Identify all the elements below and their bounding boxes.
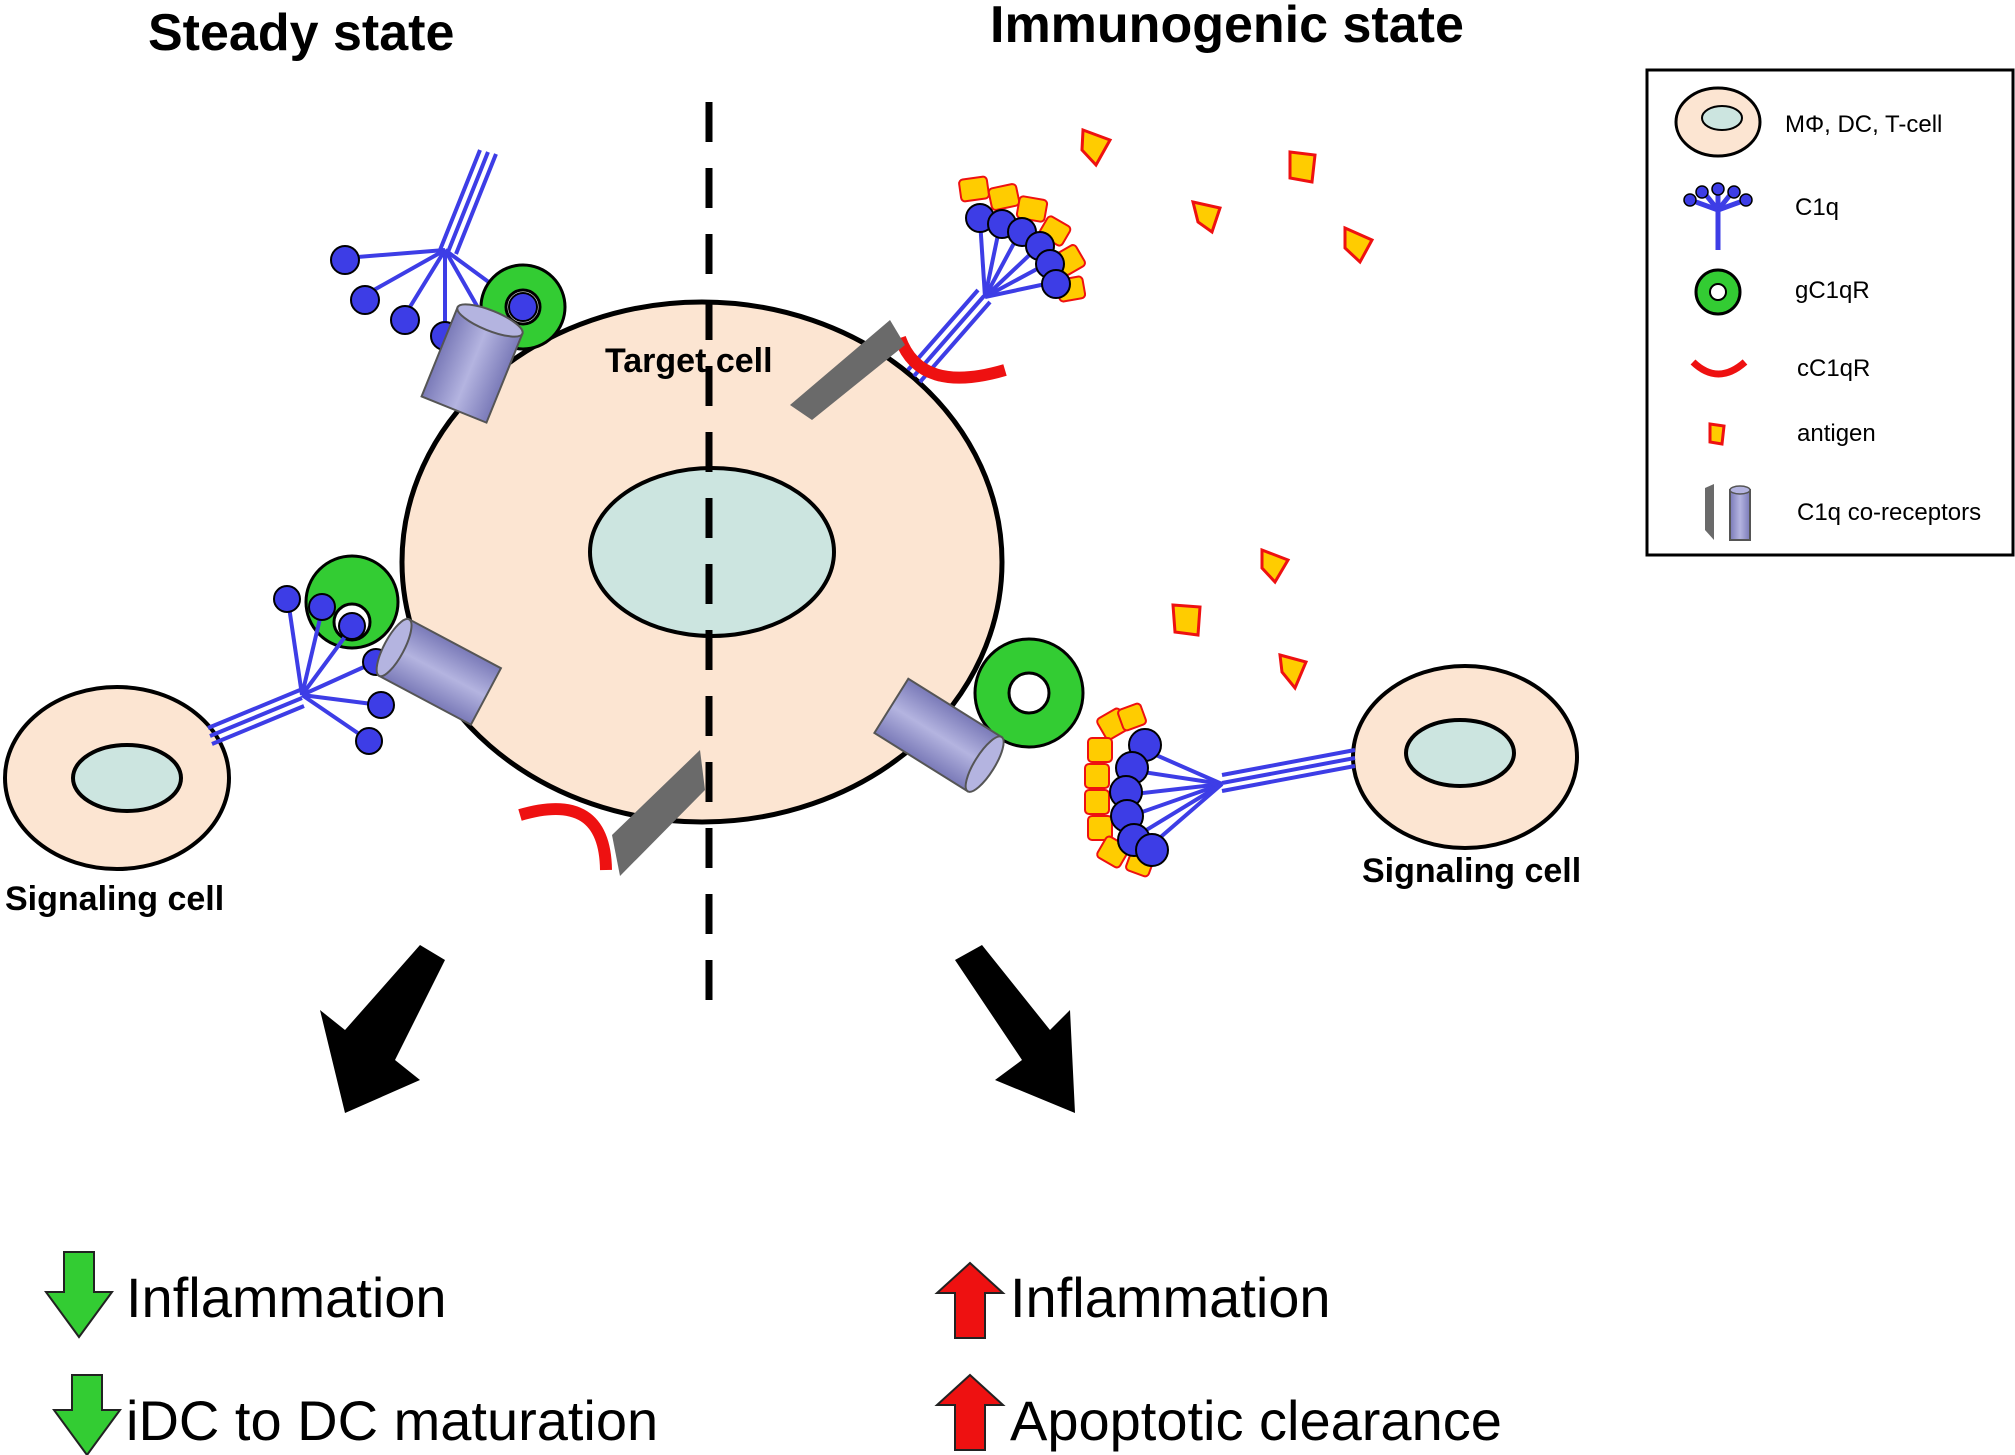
legend: MΦ, DC, T-cell C1q gC1qR [1645,68,2015,557]
cell-icon [1674,86,1762,158]
co-receptor-wedge-top [790,320,905,420]
arrow-up-icon [934,1373,1006,1451]
antigen-icon [1708,422,1726,446]
outcome-steady-2-label: iDC to DC maturation [126,1389,658,1452]
signaling-cell-right [1351,664,1579,850]
legend-label-antigen: antigen [1797,420,1876,447]
immunogenic-state-heading: Immunogenic state [990,0,1464,54]
arrow-up-icon [934,1261,1006,1339]
outcome-immunogenic-2-label: Apoptotic clearance [1010,1389,1502,1452]
gc1qr-icon [1694,268,1742,316]
outcome-immunogenic-1: Inflammation [934,1261,1331,1339]
cc1qr-top-right [894,335,1007,384]
arrow-down-icon [52,1374,122,1455]
steady-state-heading: Steady state [148,4,454,62]
signaling-cell-right-nucleus [1404,718,1516,788]
cc1qr-icon [1690,359,1748,378]
legend-label-c1q: C1q [1795,194,1839,221]
c1q-top-right [906,175,1087,384]
target-cell [399,299,1005,825]
gc1qr-mid-right [973,637,1085,749]
outcome-steady-1-label: Inflammation [126,1266,447,1329]
legend-label-co-receptors: C1q co-receptors [1797,499,1981,526]
outcome-immunogenic-1-label: Inflammation [1010,1266,1331,1329]
outcome-steady-2: iDC to DC maturation [52,1374,658,1455]
target-cell-label: Target cell [605,342,773,380]
co-receptor-wedge-bottom [612,750,705,876]
co-receptor-cylinder-top-left [420,303,524,424]
co-receptor-icon [1705,484,1751,541]
legend-label-cell: MΦ, DC, T-cell [1785,111,1942,138]
arrow-down-icon [44,1251,114,1339]
c1q-mid-right [1084,702,1356,878]
legend-label-gc1qr: gC1qR [1795,277,1870,304]
signaling-cell-right-label: Signaling cell [1362,852,1581,890]
signaling-cell-left-label: Signaling cell [5,880,224,918]
outcome-immunogenic-2: Apoptotic clearance [934,1373,1502,1452]
steady-outcome-arrow [320,945,445,1113]
free-antigens [1080,127,1375,691]
c1q-icon [1683,182,1753,250]
outcome-steady-1: Inflammation [44,1251,447,1339]
c1q-mid-left [207,585,395,755]
legend-label-cc1qr: cC1qR [1797,355,1870,382]
immunogenic-outcome-arrow [955,945,1075,1113]
target-cell-nucleus [588,466,836,638]
co-receptor-cylinder-mid-right [873,677,1005,793]
c1q-top-left [330,149,522,351]
signaling-cell-left [3,685,231,871]
co-receptor-cylinder-mid-left [375,617,503,727]
signaling-cell-left-nucleus [71,743,183,813]
cc1qr-bottom-left [518,803,612,871]
